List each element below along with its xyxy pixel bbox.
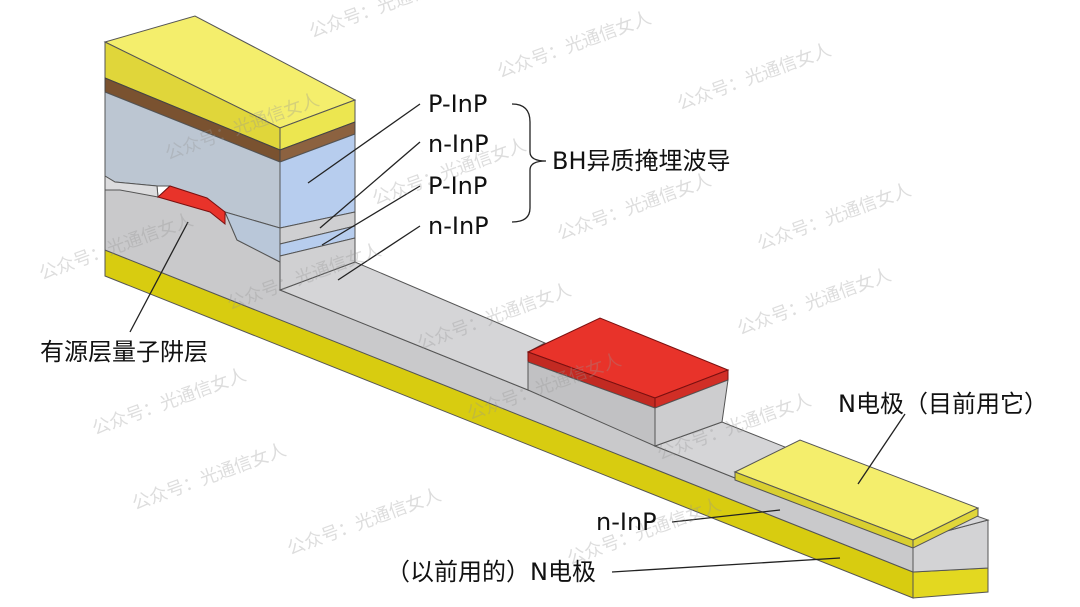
bh-mesa	[103, 15, 357, 291]
label-p-inp-mid: P-InP	[428, 172, 488, 200]
watermark: 公众号：光通信女人	[555, 170, 714, 245]
watermark: 公众号：光通信女人	[90, 365, 249, 440]
label-n-electrode-current: N电极（目前用它）	[838, 390, 1048, 418]
label-p-inp-top: P-InP	[428, 90, 488, 118]
watermark: 公众号：光通信女人	[285, 485, 444, 560]
watermark: 公众号：光通信女人	[755, 180, 914, 255]
label-active-layer: 有源层量子阱层	[40, 338, 208, 366]
label-n-inp-mid: n-InP	[428, 130, 489, 158]
watermark: 公众号：光通信女人	[495, 8, 654, 83]
label-n-inp-substrate: n-InP	[596, 508, 657, 536]
label-bh-waveguide: BH异质掩埋波导	[552, 147, 731, 175]
middle-mesa	[526, 317, 730, 447]
watermark: 公众号：光通信女人	[735, 265, 894, 340]
n-electrode-pad	[733, 439, 980, 549]
watermark: 公众号：光通信女人	[130, 440, 289, 515]
label-n-inp-low: n-InP	[428, 212, 489, 240]
leader-lines	[129, 103, 906, 573]
watermark: 公众号：光通信女人	[675, 40, 834, 115]
label-n-electrode-previous: （以前用的）N电极	[386, 558, 596, 586]
watermark: 公众号：光通信女人	[307, 0, 466, 43]
